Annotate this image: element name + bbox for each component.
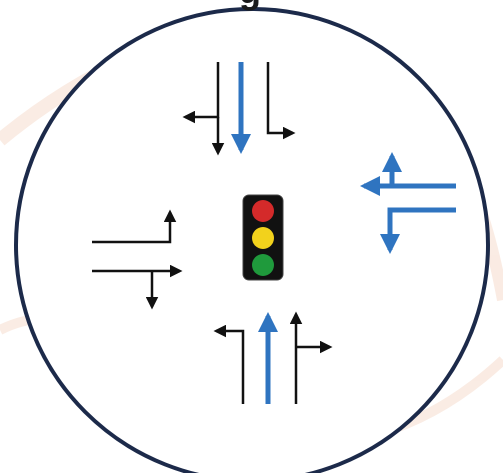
north-approach bbox=[182, 62, 296, 156]
west-approach bbox=[92, 209, 183, 310]
east-approach bbox=[360, 152, 456, 254]
yellow-light bbox=[252, 227, 274, 249]
north-right-turn-arrow bbox=[266, 62, 296, 140]
south-approach bbox=[213, 311, 333, 404]
east-right-turn-arrow bbox=[380, 207, 456, 254]
south-left-turn-arrow bbox=[213, 324, 245, 404]
west-left-turn-arrow bbox=[92, 209, 177, 244]
green-light bbox=[252, 254, 274, 276]
title-fragment: g bbox=[185, 0, 315, 12]
traffic-light-icon bbox=[242, 194, 284, 281]
red-light bbox=[252, 200, 274, 222]
